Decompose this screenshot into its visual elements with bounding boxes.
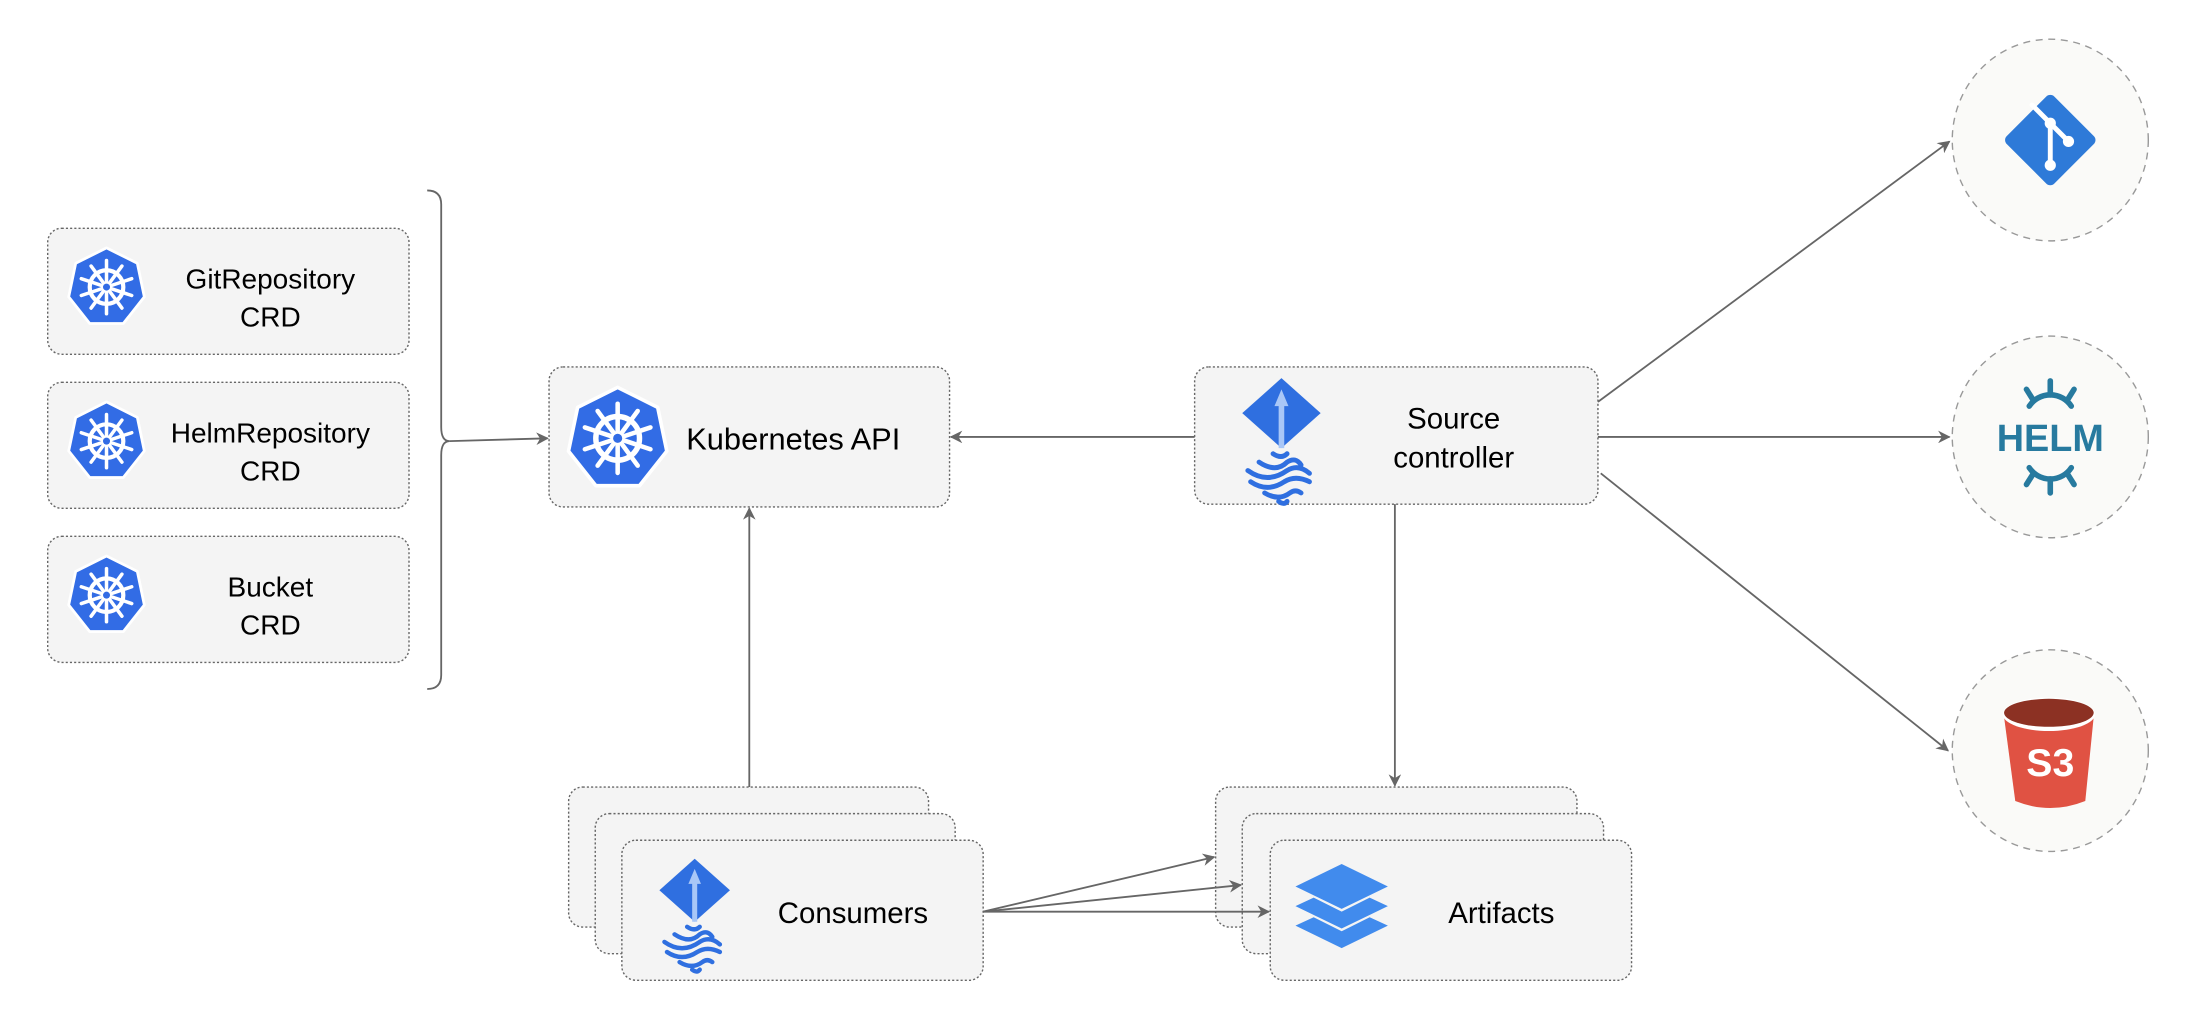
artifacts-label: Artifacts <box>1448 897 1554 930</box>
helm-label: HELM <box>1997 418 2104 460</box>
kubernetes-api-label: Kubernetes API <box>686 422 900 457</box>
helm-icon <box>2023 378 2077 496</box>
crd-group-brace <box>427 189 450 690</box>
crd-suffix: CRD <box>240 609 301 640</box>
source-controller-label-1: Source <box>1407 403 1500 436</box>
crd-bucket[interactable]: Bucket CRD <box>46 535 410 664</box>
consumers-node[interactable]: Consumers <box>567 786 984 981</box>
crd-suffix: CRD <box>240 301 301 332</box>
helm-source[interactable]: HELM <box>1951 335 2150 539</box>
kubernetes-api-node[interactable]: Kubernetes API <box>548 366 951 508</box>
s3-label: S3 <box>2026 742 2074 785</box>
source-controller-node[interactable]: Source controller <box>1193 366 1599 504</box>
consumers-label: Consumers <box>778 897 928 930</box>
crd-helmrepository[interactable]: HelmRepository CRD <box>46 381 410 510</box>
edge-consumers-to-artifact-2 <box>983 879 1243 913</box>
edge-crds-to-api <box>449 432 549 445</box>
git-icon <box>2005 94 2096 186</box>
git-source[interactable] <box>1951 38 2150 242</box>
crd-suffix: CRD <box>240 455 301 486</box>
s3-bucket-icon <box>2002 697 2096 809</box>
crd-name: Bucket <box>228 572 314 603</box>
edge-controller-to-s3 <box>1600 472 1950 752</box>
crd-name: HelmRepository <box>171 418 370 449</box>
crd-name: GitRepository <box>186 263 356 294</box>
artifacts-node[interactable]: Artifacts <box>1214 786 1633 981</box>
s3-source[interactable]: S3 <box>1951 649 2150 853</box>
source-controller-label-2: controller <box>1393 442 1514 475</box>
edge-consumers-to-artifact-1 <box>982 853 1216 913</box>
edge-controller-to-git <box>1597 140 1951 403</box>
crd-gitrepository[interactable]: GitRepository CRD <box>46 227 410 356</box>
